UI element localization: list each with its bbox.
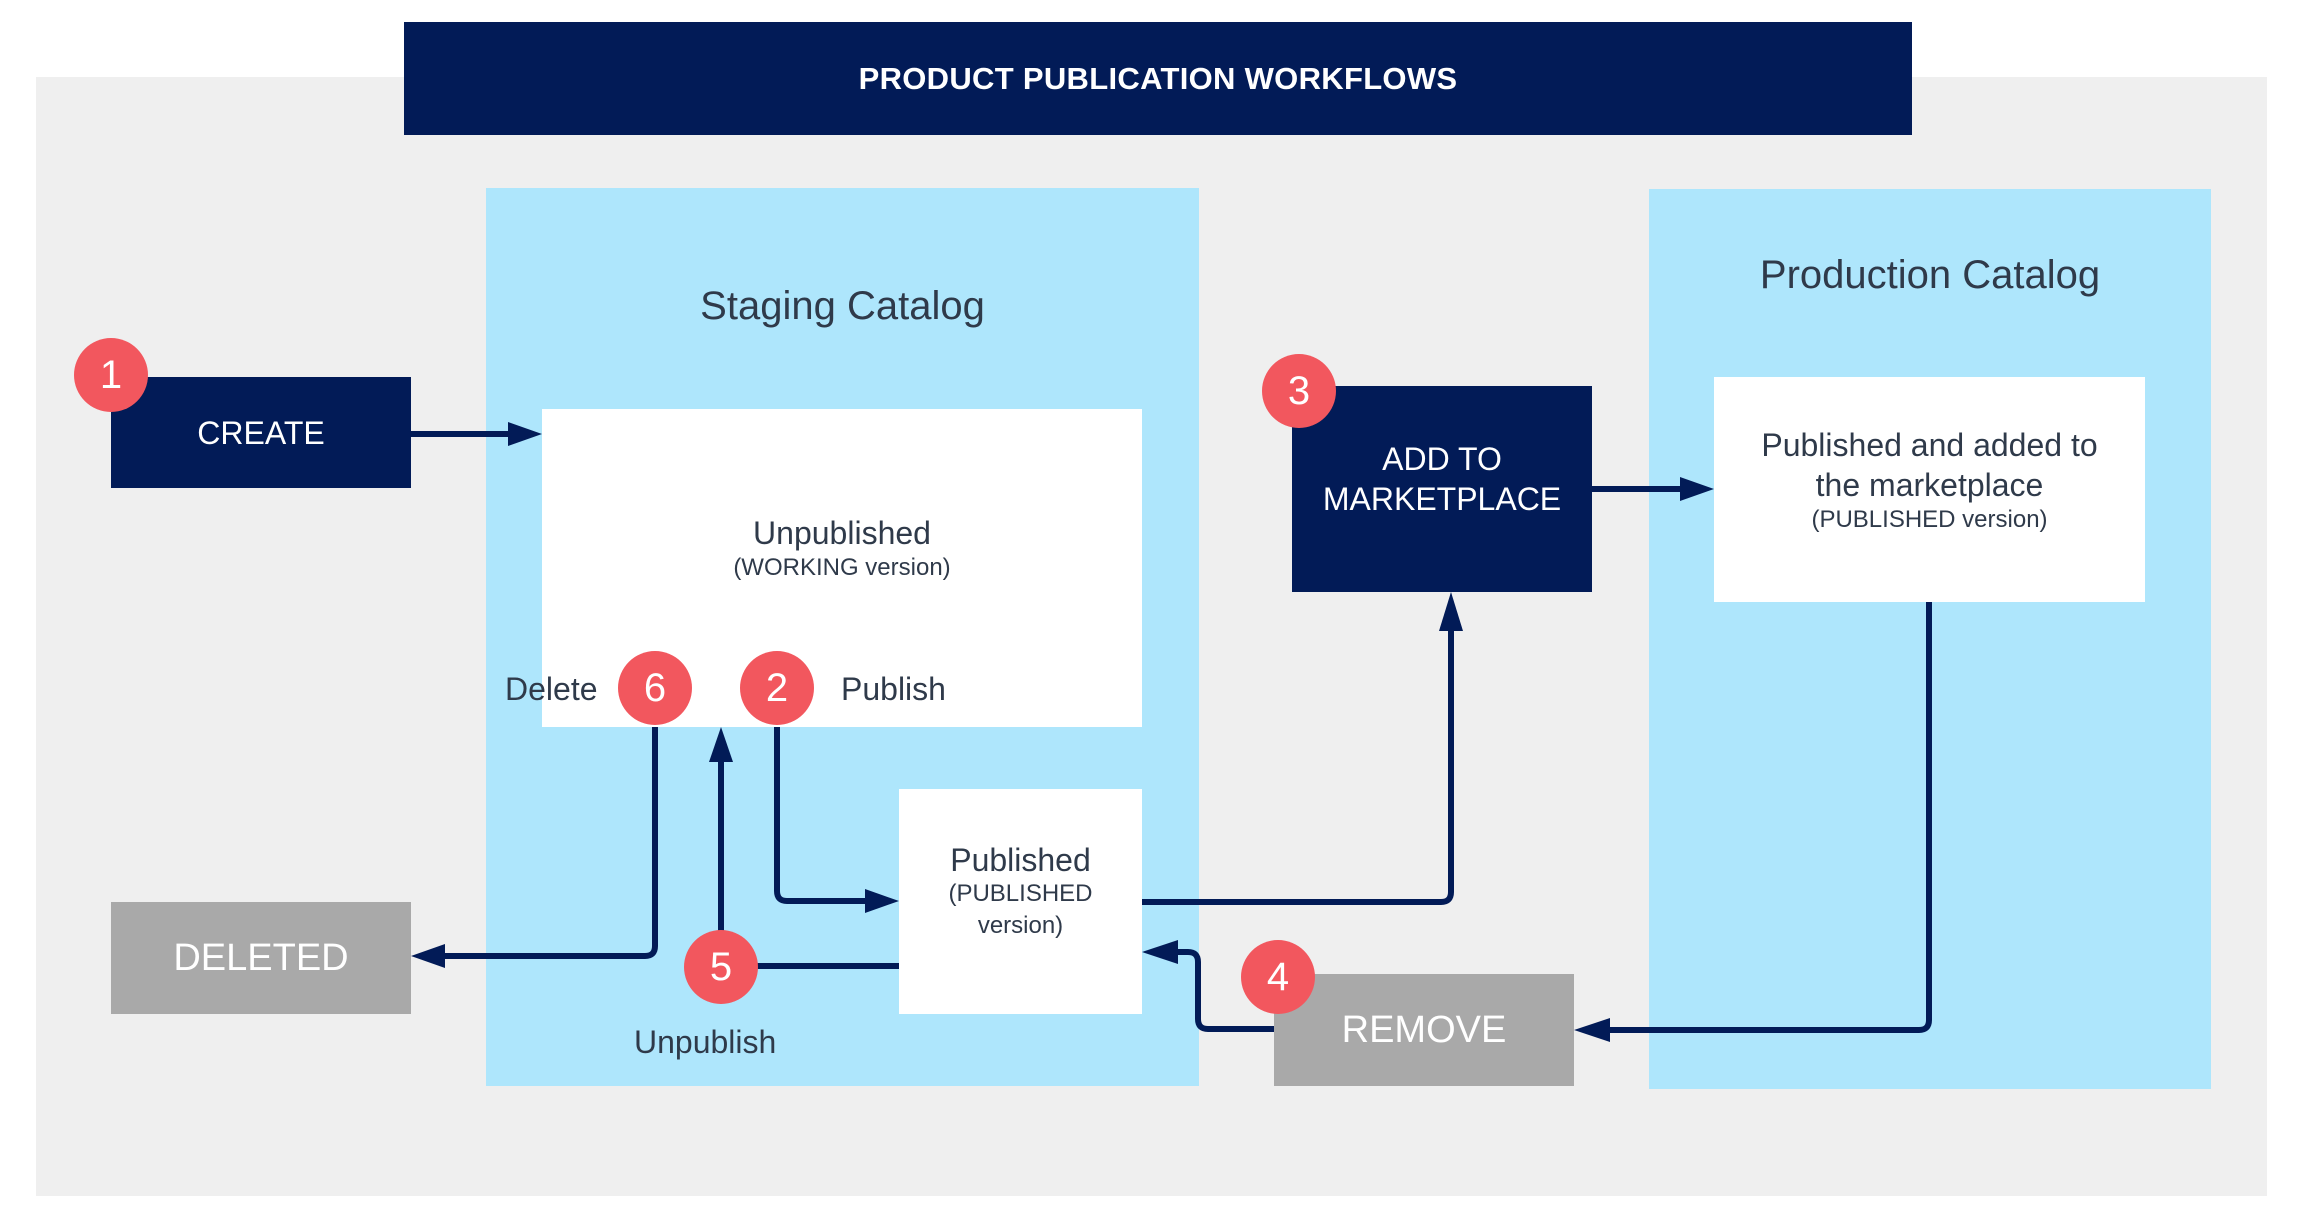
published-state-card: Published (PUBLISHED version) [899, 789, 1142, 1014]
production-catalog-panel: Production Catalog [1649, 189, 2211, 1089]
step-label-unpublish: Unpublish [634, 1024, 777, 1060]
add-to-marketplace-action: ADD TO MARKETPLACE [1292, 386, 1592, 592]
add-to-marketplace-line1: ADD TO [1382, 441, 1502, 477]
unpublished-sublabel: (WORKING version) [733, 554, 951, 581]
step-badge-1: 1 [74, 338, 148, 412]
marketplace-label-line2: the marketplace [1815, 466, 2044, 503]
marketplace-sublabel: (PUBLISHED version) [1811, 505, 2048, 533]
marketplace-published-card: Published and added to the marketplace (… [1714, 377, 2145, 602]
remove-action: REMOVE [1274, 974, 1574, 1086]
step-badge-5: 5 [684, 930, 758, 1004]
create-action: CREATE [111, 377, 411, 488]
remove-label: REMOVE [1341, 1009, 1507, 1051]
diagram-title: PRODUCT PUBLICATION WORKFLOWS [858, 60, 1458, 96]
unpublished-label: Unpublished [753, 515, 931, 551]
marketplace-label-line1: Published and added to [1761, 426, 2098, 463]
title-banner: PRODUCT PUBLICATION WORKFLOWS [404, 22, 1912, 135]
add-to-marketplace-line2: MARKETPLACE [1322, 481, 1562, 517]
step-badge-6: 6 [618, 651, 692, 725]
step-badge-2: 2 [740, 651, 814, 725]
production-catalog-title: Production Catalog [1759, 253, 2101, 297]
published-label: Published [950, 841, 1091, 878]
deleted-state: DELETED [111, 902, 411, 1014]
published-sublabel-line1: (PUBLISHED [948, 879, 1093, 907]
step-badge-4: 4 [1241, 940, 1315, 1014]
step-badge-3: 3 [1262, 354, 1336, 428]
step-label-publish: Publish [841, 671, 946, 707]
staging-catalog-title: Staging Catalog [700, 284, 985, 328]
deleted-label: DELETED [173, 937, 349, 979]
published-sublabel-line2: version) [977, 911, 1064, 939]
create-label: CREATE [197, 414, 325, 451]
step-label-delete: Delete [505, 671, 598, 707]
